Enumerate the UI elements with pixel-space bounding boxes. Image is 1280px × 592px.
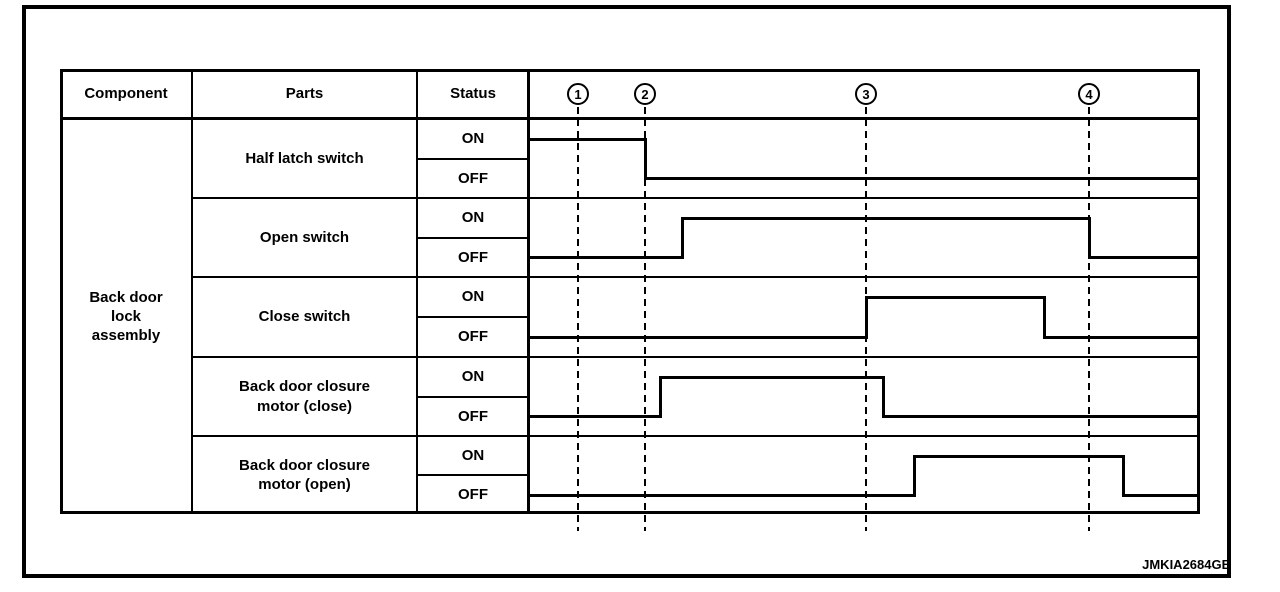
waveform-transition xyxy=(912,454,916,497)
waveform-segment-off xyxy=(529,335,866,339)
waveform-segment-off xyxy=(529,414,660,418)
column-divider-status-chart xyxy=(527,69,530,514)
component-label: Back door lock assembly xyxy=(89,288,163,345)
waveform-transition xyxy=(1087,216,1091,259)
row-divider xyxy=(192,435,1200,437)
row-divider xyxy=(192,276,1200,278)
on-off-divider xyxy=(417,474,529,476)
status-on-label: ON xyxy=(461,130,485,148)
row-divider xyxy=(192,197,1200,199)
header-component: Component xyxy=(84,85,168,103)
waveform-segment-off xyxy=(1044,335,1200,339)
status-off-label: OFF xyxy=(458,248,488,266)
waveform-transition xyxy=(1042,295,1046,339)
figure-id-code: JMKIA2684GB xyxy=(1142,557,1231,572)
part-label-half-latch-switch: Half latch switch xyxy=(245,149,364,167)
header-parts: Parts xyxy=(285,85,324,103)
waveform-segment-on xyxy=(529,137,645,141)
waveform-transition xyxy=(881,375,885,418)
status-off-label: OFF xyxy=(458,169,488,187)
waveform-segment-on xyxy=(660,375,883,379)
table-border-right xyxy=(1197,69,1200,514)
status-off-label: OFF xyxy=(458,407,488,425)
waveform-transition xyxy=(658,375,662,418)
waveform-segment-off xyxy=(1123,493,1200,497)
status-on-label: ON xyxy=(461,368,485,386)
marker-dashed-line xyxy=(644,107,646,531)
waveform-transition xyxy=(680,216,684,259)
waveform-segment-off xyxy=(1089,255,1200,259)
waveform-transition xyxy=(864,295,868,339)
waveform-segment-off xyxy=(645,176,1200,180)
marker-circle-4: 4 xyxy=(1078,83,1100,105)
table-border-bottom xyxy=(60,511,1200,514)
marker-dashed-line xyxy=(577,107,579,531)
part-label-motor-open: Back door closure motor (open) xyxy=(239,456,370,493)
waveform-segment-on xyxy=(914,454,1123,458)
marker-circle-2: 2 xyxy=(634,83,656,105)
on-off-divider xyxy=(417,237,529,239)
marker-dashed-line xyxy=(1088,107,1090,531)
marker-circle-1: 1 xyxy=(567,83,589,105)
column-divider-parts-status xyxy=(416,69,418,514)
part-label-motor-close: Back door closure motor (close) xyxy=(239,378,370,415)
marker-circle-3: 3 xyxy=(855,83,877,105)
waveform-segment-on xyxy=(866,295,1044,299)
outer-frame xyxy=(22,5,1231,578)
part-label-open-switch: Open switch xyxy=(259,228,350,246)
status-on-label: ON xyxy=(461,288,485,306)
part-label-close-switch: Close switch xyxy=(258,308,351,326)
table-border-top xyxy=(60,69,1200,72)
waveform-segment-on xyxy=(682,216,1089,220)
header-status: Status xyxy=(450,85,496,103)
waveform-segment-off xyxy=(529,255,682,259)
waveform-transition xyxy=(1121,454,1125,497)
status-on-label: ON xyxy=(461,209,485,227)
on-off-divider xyxy=(417,316,529,318)
table-border-left xyxy=(60,69,63,514)
row-divider xyxy=(192,356,1200,358)
status-off-label: OFF xyxy=(458,485,488,503)
waveform-transition xyxy=(643,137,647,180)
status-off-label: OFF xyxy=(458,328,488,346)
on-off-divider xyxy=(417,158,529,160)
on-off-divider xyxy=(417,396,529,398)
column-divider-component-parts xyxy=(191,69,193,514)
header-row-divider xyxy=(60,117,1200,120)
waveform-segment-off xyxy=(883,414,1200,418)
waveform-segment-off xyxy=(529,493,914,497)
status-on-label: ON xyxy=(461,446,485,464)
